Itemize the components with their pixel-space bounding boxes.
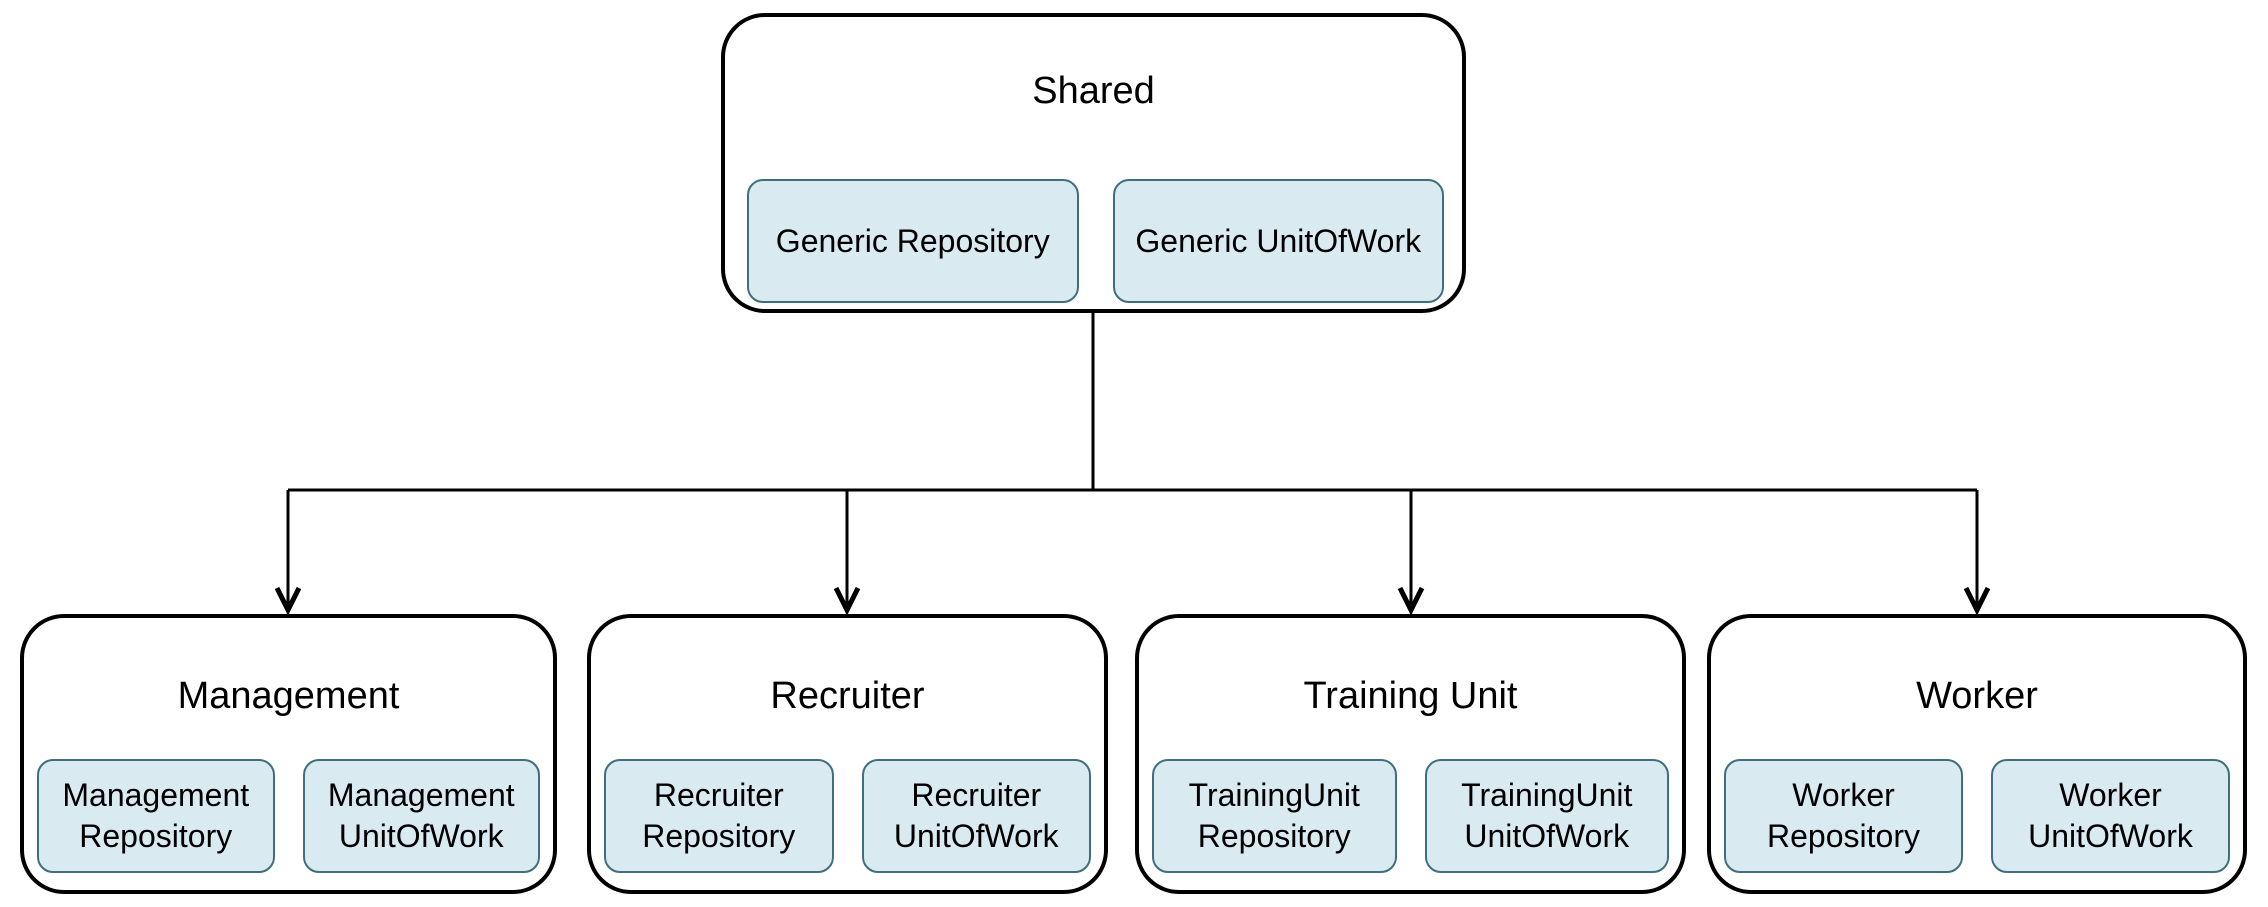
connector-arrow-recruiter <box>833 490 861 616</box>
component-management-unitofwork: Management UnitOfWork <box>302 759 540 873</box>
connector-arrow-worker <box>1963 490 1991 616</box>
group-training-unit-title: Training Unit <box>1303 675 1518 717</box>
component-worker-repository: Worker Repository <box>1724 759 1963 873</box>
group-shared-components: Generic Repository Generic UnitOfWork <box>747 179 1444 303</box>
connector-arrow-training-unit <box>1397 490 1425 616</box>
group-shared: Shared Generic Repository Generic UnitOf… <box>721 13 1466 313</box>
group-recruiter-components: Recruiter Repository Recruiter UnitOfWor… <box>604 759 1091 873</box>
component-recruiter-repository: Recruiter Repository <box>604 759 834 873</box>
group-worker-components: Worker Repository Worker UnitOfWork <box>1724 759 2230 873</box>
group-management-components: Management Repository Management UnitOfW… <box>37 759 540 873</box>
component-recruiter-unitofwork: Recruiter UnitOfWork <box>861 759 1091 873</box>
component-worker-unitofwork: Worker UnitOfWork <box>1991 759 2230 873</box>
group-shared-title: Shared <box>1032 70 1155 112</box>
group-recruiter: Recruiter Recruiter Repository Recruiter… <box>587 614 1108 894</box>
group-recruiter-title: Recruiter <box>770 675 925 717</box>
component-generic-unitofwork: Generic UnitOfWork <box>1112 179 1444 303</box>
group-management: Management Management Repository Managem… <box>20 614 557 894</box>
group-management-title: Management <box>177 675 400 717</box>
component-management-repository: Management Repository <box>37 759 275 873</box>
component-trainingunit-repository: TrainingUnit Repository <box>1152 759 1397 873</box>
component-generic-repository: Generic Repository <box>747 179 1079 303</box>
group-worker-title: Worker <box>1916 675 2038 717</box>
group-training-unit: Training Unit TrainingUnit Repository Tr… <box>1135 614 1686 894</box>
group-training-unit-components: TrainingUnit Repository TrainingUnit Uni… <box>1152 759 1669 873</box>
connector-arrow-management <box>274 490 302 616</box>
group-worker: Worker Worker Repository Worker UnitOfWo… <box>1707 614 2247 894</box>
component-trainingunit-unitofwork: TrainingUnit UnitOfWork <box>1424 759 1669 873</box>
